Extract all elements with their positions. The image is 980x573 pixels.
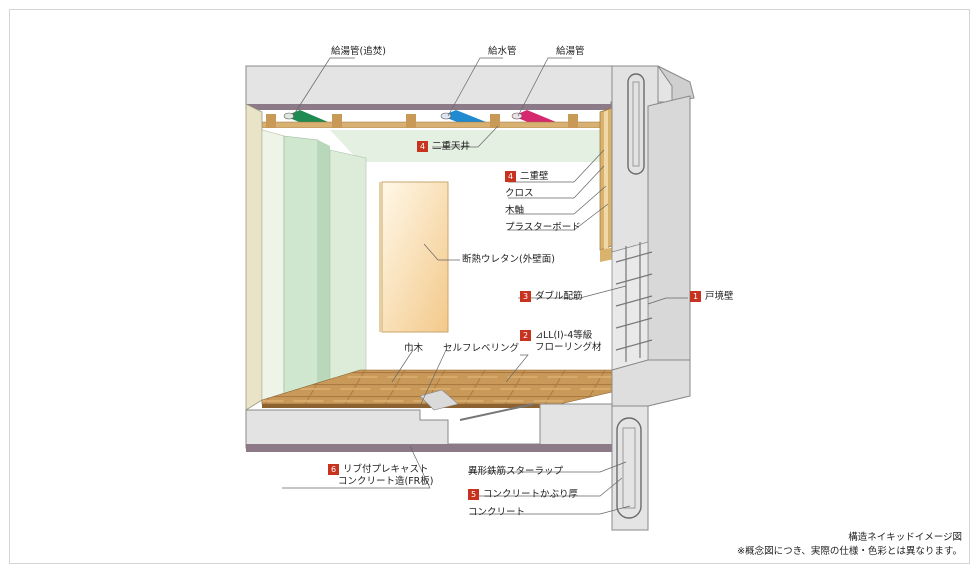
boundary-wall	[611, 65, 691, 407]
caption: 構造ネイキッドイメージ図 ※概念図につき、実際の仕様・色彩とは異なります。	[737, 531, 962, 559]
label-water-pipe: 給水管	[488, 46, 517, 57]
diagram-frame	[9, 9, 970, 564]
label-concrete: コンクリート	[468, 507, 526, 518]
insulation-panel	[379, 181, 449, 333]
caption-title: 構造ネイキッドイメージ図	[848, 532, 962, 543]
label-stirrup: 異形鉄筋スターラップ	[468, 466, 564, 477]
badge-boundary-wall: 1	[690, 291, 701, 302]
label-hot-water-pipe: 給湯管	[556, 46, 585, 57]
badge-precast: 6	[328, 464, 339, 475]
label-baseboard: 巾木	[404, 343, 424, 354]
label-flooring: 2⊿LL(I)-4等級 フローリング材	[520, 330, 602, 354]
label-wood-frame: 木軸	[505, 205, 525, 216]
label-insulation: 断熱ウレタン(外壁面)	[462, 254, 555, 265]
leader-lines	[282, 57, 688, 515]
ceiling-slab	[245, 65, 695, 110]
label-plaster-board: プラスターボード	[505, 222, 581, 233]
badge-double-ceiling: 4	[417, 141, 428, 152]
left-wall	[245, 103, 367, 411]
badge-flooring: 2	[520, 330, 531, 341]
badge-double-rebar: 3	[520, 291, 531, 302]
badge-concrete-cover: 5	[468, 489, 479, 500]
label-self-leveling: セルフレベリング	[443, 343, 520, 354]
label-hot-water-pipe-reheat: 給湯管(追焚)	[331, 46, 386, 57]
caption-note: ※概念図につき、実際の仕様・色彩とは異なります。	[737, 546, 962, 557]
badge-double-wall: 4	[505, 171, 516, 182]
floor-slab	[245, 359, 691, 531]
label-cloth: クロス	[505, 188, 534, 199]
